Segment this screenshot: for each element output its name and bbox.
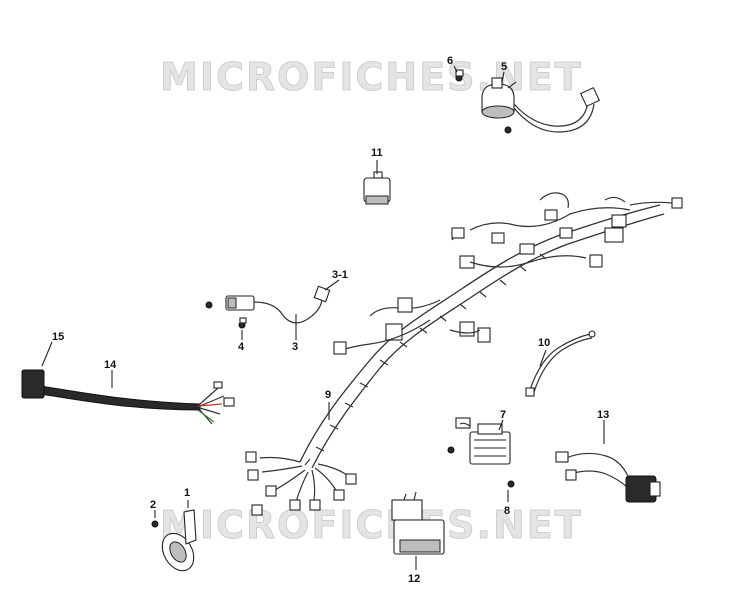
callout-1: 1 bbox=[184, 487, 190, 499]
sensor-wire bbox=[525, 330, 596, 397]
starter-relay-assembly bbox=[455, 69, 601, 134]
handlebar-harness bbox=[21, 369, 235, 425]
main-wire-harness bbox=[245, 192, 683, 516]
callout-14: 14 bbox=[104, 359, 117, 371]
regulator-unit bbox=[447, 417, 515, 488]
callout-9: 9 bbox=[325, 389, 331, 401]
callout-4: 4 bbox=[238, 341, 245, 353]
ignition-coil-assembly bbox=[205, 285, 331, 329]
callout-10: 10 bbox=[538, 337, 550, 349]
watermark-top: MICROFICHES.NET bbox=[160, 55, 583, 99]
sub-harness bbox=[555, 451, 661, 503]
callout-8: 8 bbox=[504, 505, 510, 517]
relay-unit bbox=[363, 171, 391, 205]
leader-lines bbox=[41, 65, 605, 570]
callout-2: 2 bbox=[150, 499, 156, 511]
callout-11: 11 bbox=[371, 147, 383, 159]
watermark-bottom: MICROFICHES.NET bbox=[160, 503, 583, 547]
callout-5: 5 bbox=[501, 61, 507, 73]
callout-13: 13 bbox=[597, 409, 609, 421]
callout-15: 15 bbox=[52, 331, 64, 343]
callout-7: 7 bbox=[500, 409, 506, 421]
callout-12: 12 bbox=[408, 573, 420, 585]
horn bbox=[151, 509, 197, 572]
fuse-box bbox=[391, 491, 445, 555]
callout-3: 3 bbox=[292, 341, 298, 353]
callout-6: 6 bbox=[447, 55, 453, 67]
callout-3-1: 3-1 bbox=[332, 269, 348, 281]
